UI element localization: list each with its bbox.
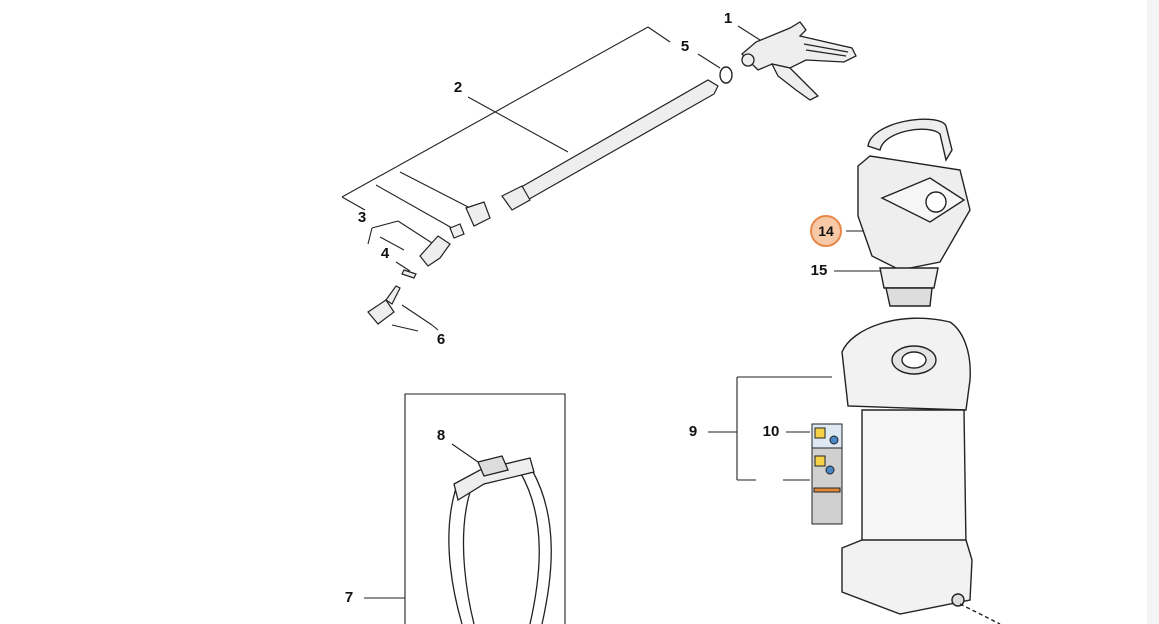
pump-head bbox=[857, 118, 971, 307]
scroll-strip bbox=[1147, 0, 1159, 624]
o-ring bbox=[719, 66, 733, 84]
callout-4: 4 bbox=[380, 245, 390, 262]
callout-14-highlighted[interactable]: 14 bbox=[810, 215, 842, 247]
leader-lines bbox=[341, 25, 880, 624]
callout-3: 3 bbox=[357, 209, 367, 226]
nozzle-parts bbox=[367, 235, 451, 325]
callout-2: 2 bbox=[453, 79, 463, 96]
sprayer-tank bbox=[841, 317, 1001, 624]
callout-6: 6 bbox=[436, 331, 446, 348]
shoulder-strap bbox=[448, 455, 552, 624]
callout-9: 9 bbox=[688, 423, 698, 440]
callout-7: 7 bbox=[344, 589, 354, 606]
spray-lance bbox=[449, 79, 719, 239]
warning-labels bbox=[811, 423, 843, 525]
callout-8: 8 bbox=[436, 427, 446, 444]
callout-10: 10 bbox=[762, 423, 780, 440]
callout-15: 15 bbox=[810, 262, 828, 279]
callout-1: 1 bbox=[723, 10, 733, 27]
spray-gun bbox=[741, 21, 857, 101]
callout-5: 5 bbox=[680, 38, 690, 55]
